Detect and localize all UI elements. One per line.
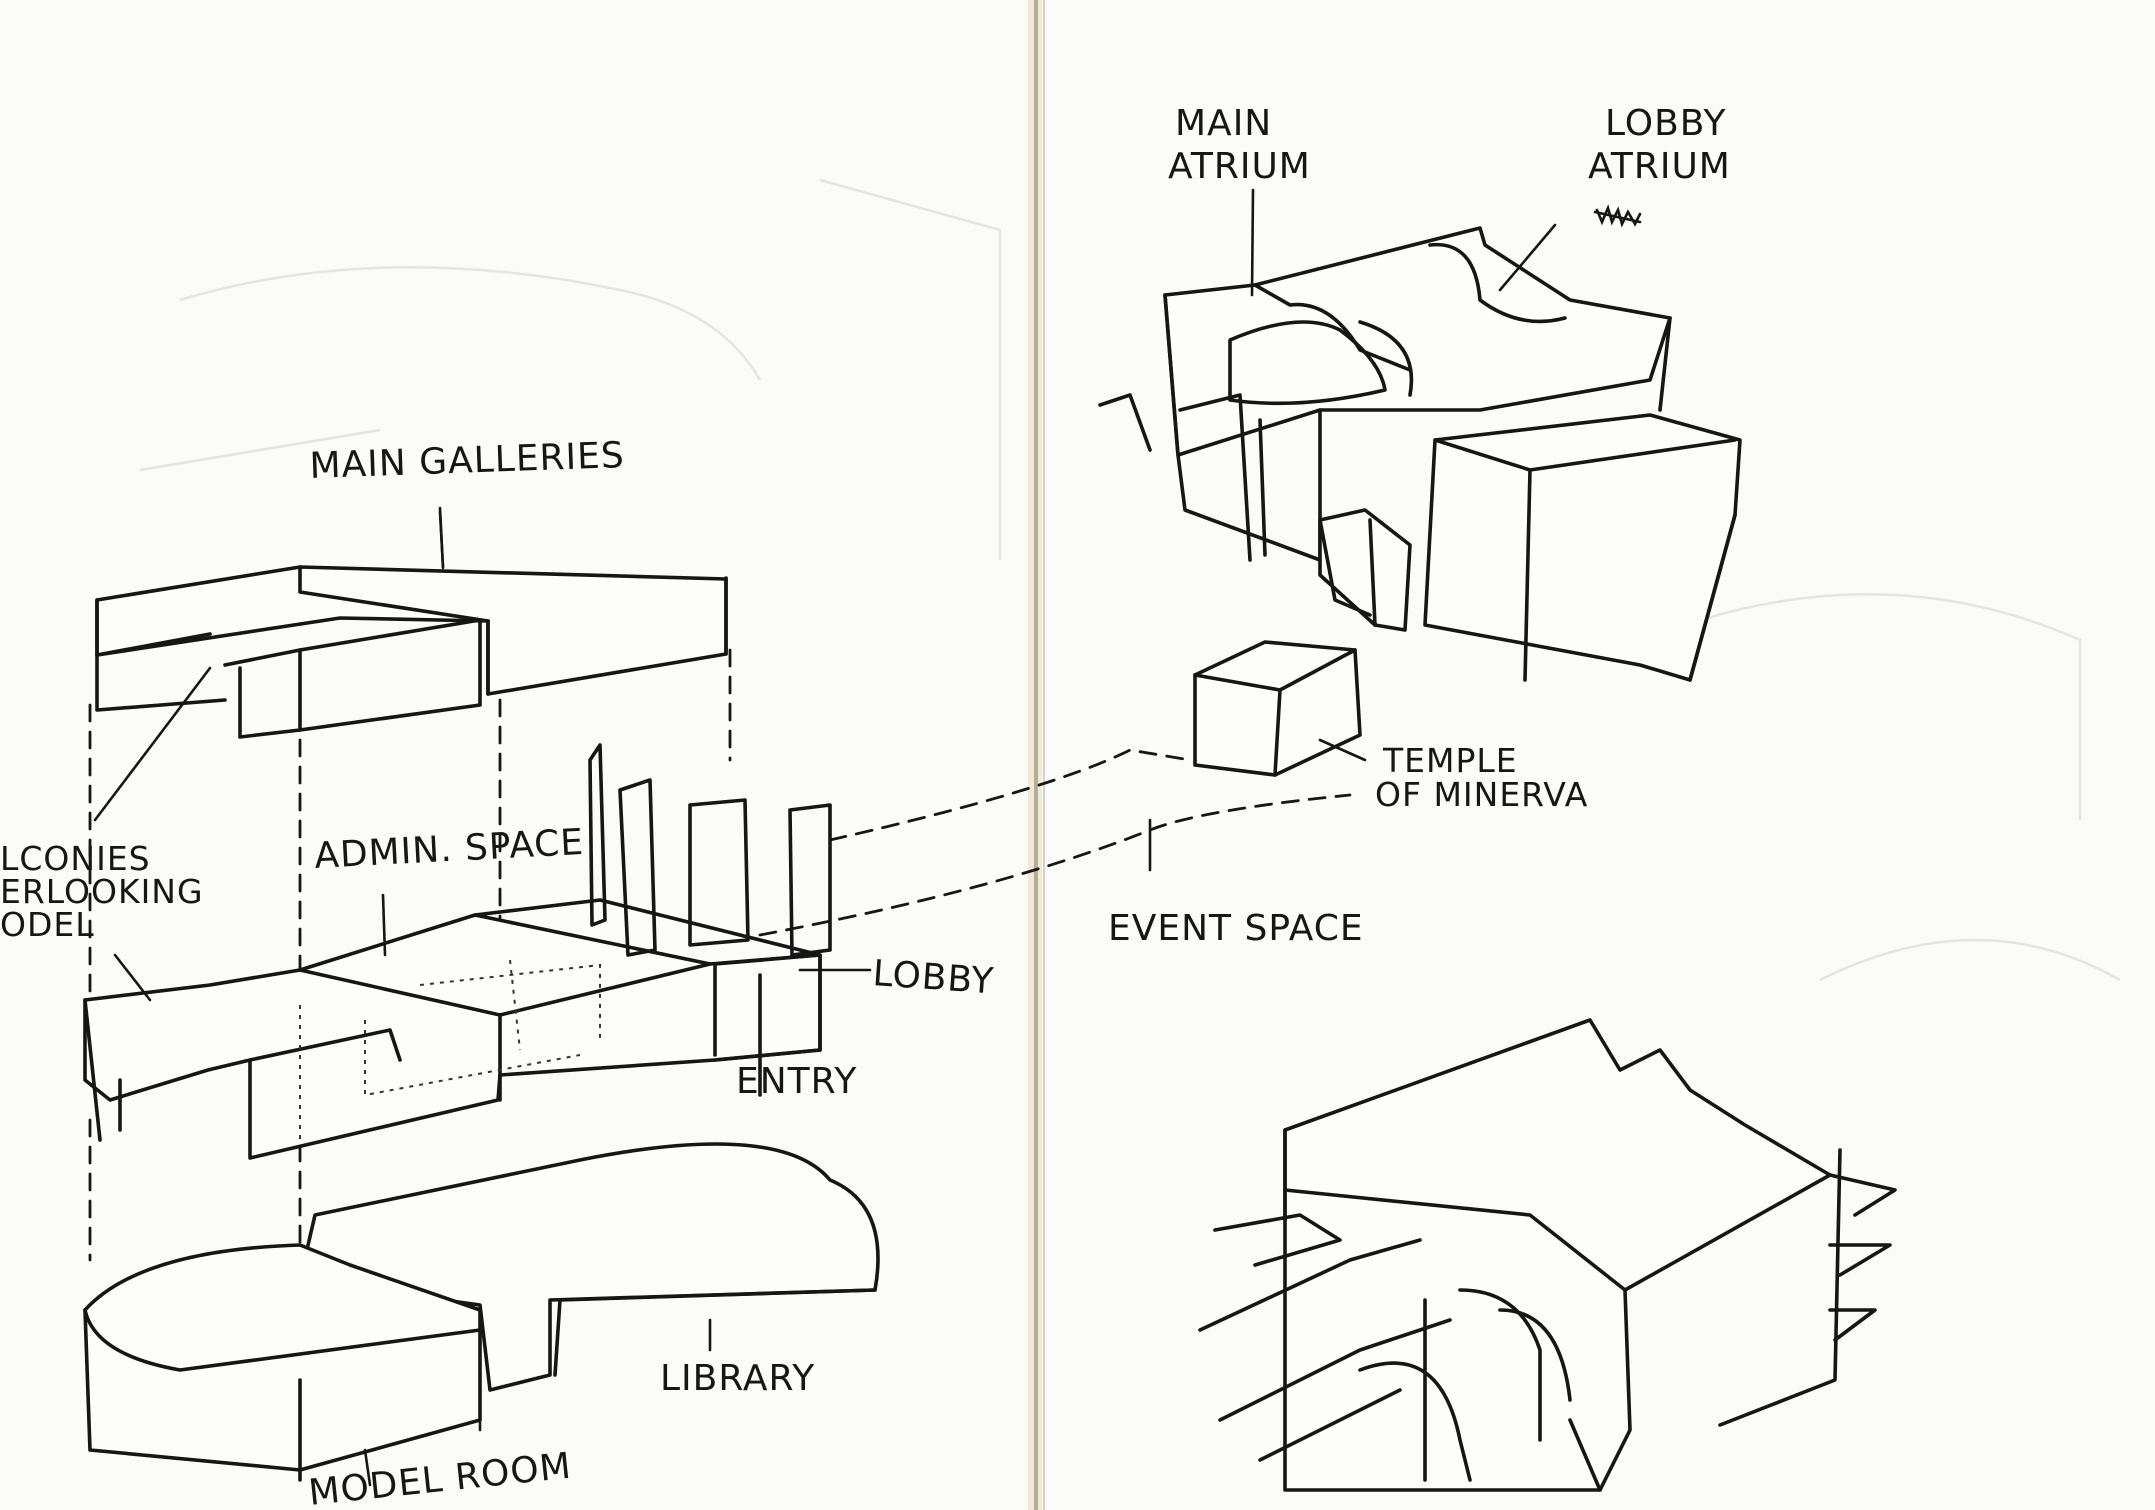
label-temple-line2: OF MINERVA — [1375, 775, 1588, 814]
ink-scribble — [1595, 204, 1642, 228]
alignment-lines — [88, 648, 732, 1332]
ghost-pencil-marks — [139, 178, 2121, 982]
temple-of-minerva-volume — [1193, 640, 1362, 777]
label-admin-space: ADMIN. SPACE — [313, 822, 585, 877]
label-main-atrium-line1: MAIN — [1175, 103, 1272, 144]
label-entry: ENTRY — [736, 1061, 857, 1102]
labels-right-page: MAIN ATRIUM LOBBY ATRIUM TEMPLE OF MINER… — [1108, 103, 1731, 949]
library-model-room-volume — [83, 1142, 880, 1482]
label-lobby-atrium-line1: LOBBY — [1605, 103, 1727, 144]
label-lobby: LOBBY — [871, 953, 995, 1002]
label-main-galleries: MAIN GALLERIES — [309, 435, 626, 487]
label-main-atrium-line2: ATRIUM — [1168, 146, 1311, 187]
atrium-building-volume — [1098, 226, 1742, 682]
leader-lines-left — [93, 506, 872, 1487]
admin-entry-level — [83, 743, 832, 1160]
label-event-space: EVENT SPACE — [1108, 908, 1364, 949]
label-balconies-line2: ERLOOKING — [0, 872, 204, 911]
label-temple-line1: TEMPLE — [1382, 741, 1518, 780]
main-galleries-volume — [95, 510, 728, 739]
label-balconies-line3: ODEL — [0, 905, 95, 944]
event-space-link — [758, 748, 1352, 937]
lower-building-volume — [1198, 1018, 1897, 1492]
label-library: LIBRARY — [660, 1358, 815, 1399]
label-lobby-atrium-line2: ATRIUM — [1588, 146, 1731, 187]
label-balconies-line1: LCONIES — [0, 839, 151, 878]
book-gutter — [1028, 0, 1045, 1510]
